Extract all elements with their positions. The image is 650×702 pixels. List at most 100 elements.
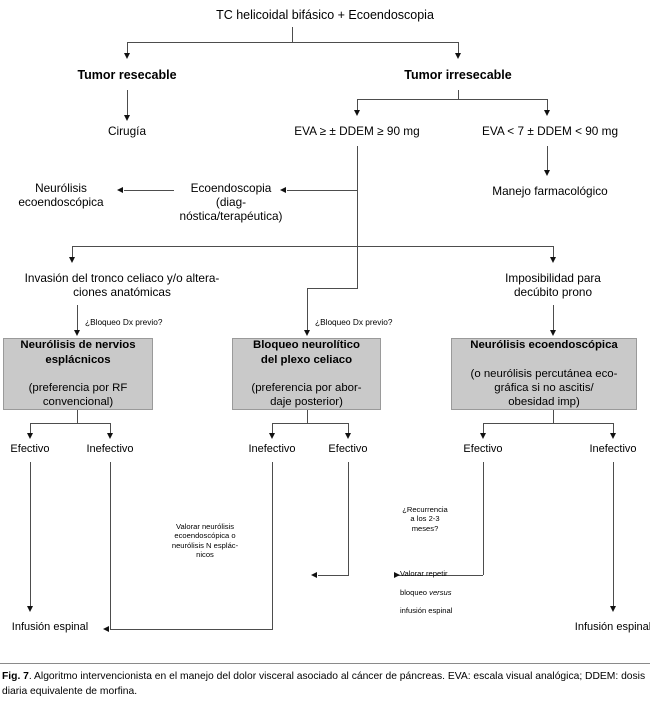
arrowhead-left-neurolisis [117, 186, 123, 193]
edge-rightbox-right-drop [613, 423, 614, 436]
edge-ecoendoscopia-to-neurolisis [124, 190, 174, 191]
arrowhead-down-eva-high [353, 110, 360, 116]
node-infusion-espinal-left: Infusión espinal [11, 621, 89, 633]
node-neurolisis-ecoendoscopica: Neurólisis ecoendoscópica [18, 181, 104, 209]
node-tumor-irresecable: Tumor irresecable [404, 68, 512, 82]
arrowhead-down-bloqueo-box [303, 330, 310, 336]
edge-efectivo1-down [30, 462, 31, 609]
edge-label-bloqueo-dx-2: ¿Bloqueo Dx previo? [315, 317, 393, 327]
box-mid-subtitle: (preferencia por abor- daje posterior) [251, 382, 362, 409]
node-ecoendoscopia: Ecoendoscopia (diag- nóstica/terapéutica… [179, 181, 283, 223]
edge-root-right-drop [458, 42, 459, 56]
box-mid-title: Bloqueo neurolítico del plexo celiaco [253, 339, 360, 366]
edge-midbox-stem [307, 410, 308, 424]
edge-efectivo2-down [348, 462, 349, 576]
node-invasion-tronco-celiaco: Invasión del tronco celiaco y/o altera- … [24, 271, 220, 299]
edge-resecable-to-cirugia [127, 90, 128, 118]
arrowhead-left-valorar-repetir [311, 571, 317, 578]
arrowhead-down-imposibilidad [549, 257, 556, 263]
annotation-valorar-repetir-versus: versus [429, 587, 452, 597]
node-efectivo-3: Efectivo [463, 443, 503, 455]
edge-evalow-to-manejo [547, 146, 548, 173]
edge-rightbox-splitbar [483, 423, 613, 424]
edge-distributor-bar [72, 246, 553, 247]
edge-evahigh-trunk [357, 146, 358, 288]
node-infusion-espinal-right: Infusión espinal [574, 621, 650, 633]
arrowhead-down-manejo [543, 170, 550, 176]
node-imposibilidad-decubito: Imposibilidad para decúbito prono [505, 271, 601, 299]
arrowhead-down-eco-box [549, 330, 556, 336]
edge-label-bloqueo-dx-1: ¿Bloqueo Dx previo? [85, 317, 163, 327]
arrowhead-down-infusion-right [609, 606, 616, 612]
node-manejo-farmacologico: Manejo farmacológico [492, 184, 608, 198]
edge-root-stem [292, 27, 293, 43]
arrowhead-down-eva-low [543, 110, 550, 116]
node-efectivo-1: Efectivo [10, 443, 50, 455]
arrowhead-down-efectivo-3 [479, 433, 486, 439]
node-eva-low: EVA < 7 ± DDEM < 90 mg [481, 124, 619, 138]
annotation-valorar-repetir: Valorar repetir bloqueo versus infusión … [400, 560, 490, 616]
box-bloqueo-neurolitico-plexo-celiaco[interactable]: Bloqueo neurolítico del plexo celiaco (p… [232, 338, 381, 410]
arrowhead-right-valorar-repetir [394, 571, 400, 578]
edge-leftbox-right-drop [110, 423, 111, 436]
annotation-recurrencia: ¿Recurrencia a los 2-3 meses? [402, 505, 448, 533]
figure-label: Fig. 7 [2, 671, 29, 682]
edge-irresecable-right-drop [547, 99, 548, 113]
node-inefectivo-3: Inefectivo [589, 443, 637, 455]
arrowhead-down-inefectivo-3 [609, 433, 616, 439]
arrowhead-down-inefectivo-1 [106, 433, 113, 439]
arrowhead-down-root-right [454, 53, 461, 59]
edge-distributor-left-drop [72, 246, 73, 260]
edge-irresecable-stem [458, 90, 459, 100]
edge-irresecable-left-drop [357, 99, 358, 113]
edge-root-splitbar [127, 42, 458, 43]
edge-rightbox-left-drop [483, 423, 484, 436]
edge-inefectivo1-down [110, 462, 111, 630]
edge-leftbox-left-drop [30, 423, 31, 436]
box-left-subtitle: (preferencia por RF convencional) [28, 382, 128, 409]
arrowhead-down-efectivo-1 [26, 433, 33, 439]
edge-midbox-left-drop [272, 423, 273, 436]
node-eva-high: EVA ≥ ± DDEM ≥ 90 mg [294, 124, 420, 138]
edge-midbox-splitbar [272, 423, 348, 424]
annotation-valorar-repetir-line3: infusión espinal [400, 606, 453, 616]
arrowhead-down-esplacnicos-box [73, 330, 80, 336]
edge-leftbox-stem [77, 410, 78, 424]
box-left-title: Neurólisis de nervios esplácnicos [20, 339, 136, 366]
figure-caption: Fig. 7. Algoritmo intervencionista en el… [2, 670, 648, 699]
edge-trunk-elbow-horizontal [307, 288, 358, 289]
edge-to-infusion-left [110, 629, 272, 630]
arrowhead-down-cirugia [123, 115, 130, 121]
node-inefectivo-1: Inefectivo [86, 443, 134, 455]
edge-efectivo3-horizontal [394, 575, 483, 576]
annotation-valorar-neurolisis: Valorar neurólisis ecoendoscópica o neur… [171, 522, 239, 559]
node-tumor-resecable: Tumor resecable [77, 68, 177, 82]
annotation-valorar-repetir-line1: Valorar repetir [400, 569, 448, 579]
edge-leftbox-splitbar [30, 423, 110, 424]
figure-caption-text: . Algoritmo intervencionista en el manej… [2, 671, 646, 697]
edge-inefectivo3-down [613, 462, 614, 609]
arrowhead-left-ecoendoscopia [280, 186, 286, 193]
arrowhead-down-inefectivo-2 [268, 433, 275, 439]
edge-trunk-elbow-vertical [307, 288, 308, 333]
box-neurolisis-ecoendoscopica[interactable]: Neurólisis ecoendoscópica (o neurólisis … [451, 338, 637, 410]
edge-invasion-to-box [77, 305, 78, 333]
node-root: TC helicoidal bifásico + Ecoendoscopia [216, 8, 434, 22]
arrowhead-down-invasion [68, 257, 75, 263]
edge-distributor-right-drop [553, 246, 554, 260]
edge-irresecable-splitbar [357, 99, 547, 100]
edge-efectivo2-elbow [318, 575, 348, 576]
arrowhead-left-infusion-left [103, 625, 109, 632]
annotation-valorar-repetir-line2a: bloqueo [400, 587, 430, 597]
node-inefectivo-2: Inefectivo [248, 443, 296, 455]
node-cirugia: Cirugía [107, 124, 147, 138]
edge-inefectivo2-down [272, 462, 273, 630]
arrowhead-down-root-left [123, 53, 130, 59]
box-right-subtitle: (o neurólisis percutánea eco- gráfica si… [470, 367, 618, 409]
box-right-title: Neurólisis ecoendoscópica [470, 339, 618, 352]
arrowhead-down-efectivo-2 [344, 433, 351, 439]
box-neurolisis-nervios-esplacnicos[interactable]: Neurólisis de nervios esplácnicos (prefe… [3, 338, 153, 410]
edge-midbox-right-drop [348, 423, 349, 436]
edge-rightbox-stem [553, 410, 554, 424]
